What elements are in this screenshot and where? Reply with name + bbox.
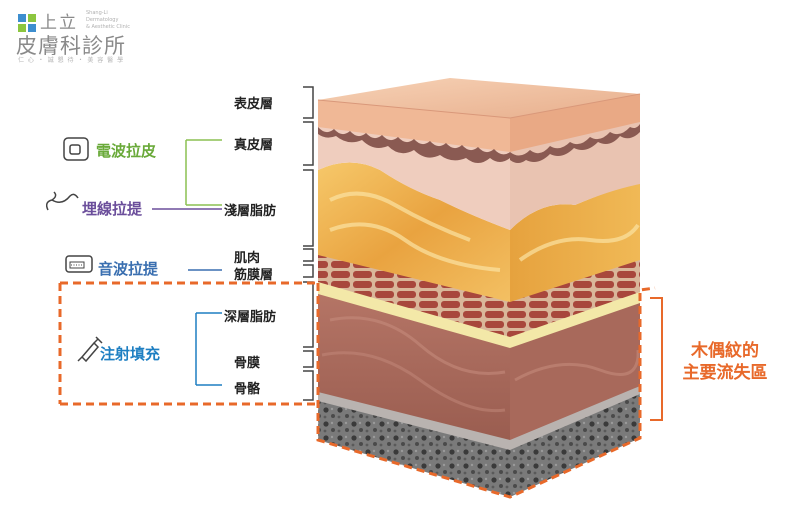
label-muscle: 肌肉 <box>234 251 261 266</box>
label-superficial-fat: 淺層脂肪 <box>224 204 277 219</box>
hifu-device-icon <box>65 255 93 273</box>
clinic-logo-icon <box>18 14 36 32</box>
filler-connector-line <box>195 312 222 386</box>
thread-lift-icon <box>45 191 79 211</box>
label-dermis: 真皮層 <box>234 138 274 153</box>
label-epidermis: 表皮層 <box>234 97 274 112</box>
logo-tagline: 仁 心 ・ 誠 懇 待 ・ 美 容 醫 學 <box>18 57 125 64</box>
logo-top-text: 上立 <box>40 13 78 33</box>
label-bone: 骨骼 <box>234 382 261 397</box>
syringe-icon <box>77 336 103 363</box>
marionette-zone-block-outline <box>316 283 656 499</box>
label-periosteum: 骨膜 <box>234 356 261 371</box>
label-fascia: 筋膜層 <box>234 268 274 283</box>
marionette-zone-bracket <box>650 297 663 421</box>
marionette-zone-label: 木偶紋的 主要流失區 <box>682 341 768 383</box>
label-deep-fat: 深層脂肪 <box>224 310 277 325</box>
rf-device-icon <box>63 137 89 161</box>
treatment-hifu: 音波拉提 <box>98 260 159 278</box>
treatment-filler: 注射填充 <box>100 345 161 363</box>
rf-connector-line <box>185 139 222 206</box>
layer-brackets <box>303 86 314 401</box>
logo-main-text: 皮膚科診所 <box>16 34 126 58</box>
treatment-thread: 埋線拉提 <box>82 200 143 218</box>
treatment-rf: 電波拉皮 <box>96 142 157 160</box>
